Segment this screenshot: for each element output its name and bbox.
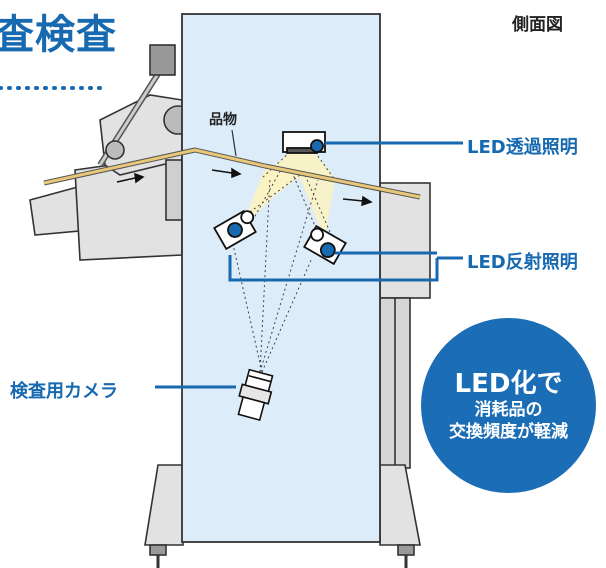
transmitted-light-label: LED透過照明 bbox=[467, 137, 578, 158]
page-title: 査検査 bbox=[0, 12, 117, 58]
badge-line-3: 交換頻度が軽減 bbox=[449, 421, 568, 442]
inspection-camera bbox=[237, 368, 274, 422]
machine-legs bbox=[144, 464, 421, 568]
inspection-enclosure bbox=[181, 13, 381, 543]
callout-lines bbox=[155, 141, 463, 389]
product-web-inner bbox=[43, 148, 421, 199]
reflected-light-label: LED反射照明 bbox=[467, 252, 578, 273]
reflected-light-cone-left-fill bbox=[240, 168, 300, 230]
item-label: 品物 bbox=[209, 112, 237, 128]
led-benefit-badge: LED化で 消耗品の 交換頻度が軽減 bbox=[421, 318, 596, 493]
transmitted-led-unit bbox=[282, 131, 326, 154]
reflected-light-cone-right bbox=[300, 178, 335, 240]
light-rays bbox=[231, 151, 336, 373]
camera-label: 検査用カメラ bbox=[10, 381, 118, 402]
feeder-assembly bbox=[29, 44, 193, 261]
reflected-led-unit-left bbox=[213, 209, 257, 251]
badge-line-2: 消耗品の bbox=[474, 399, 543, 420]
transmitted-light-cone bbox=[260, 152, 335, 178]
flow-arrows bbox=[116, 167, 373, 207]
side-view-label: 側面図 bbox=[512, 15, 563, 35]
badge-line-1: LED化で bbox=[454, 368, 563, 399]
item-leader-line bbox=[231, 129, 237, 157]
